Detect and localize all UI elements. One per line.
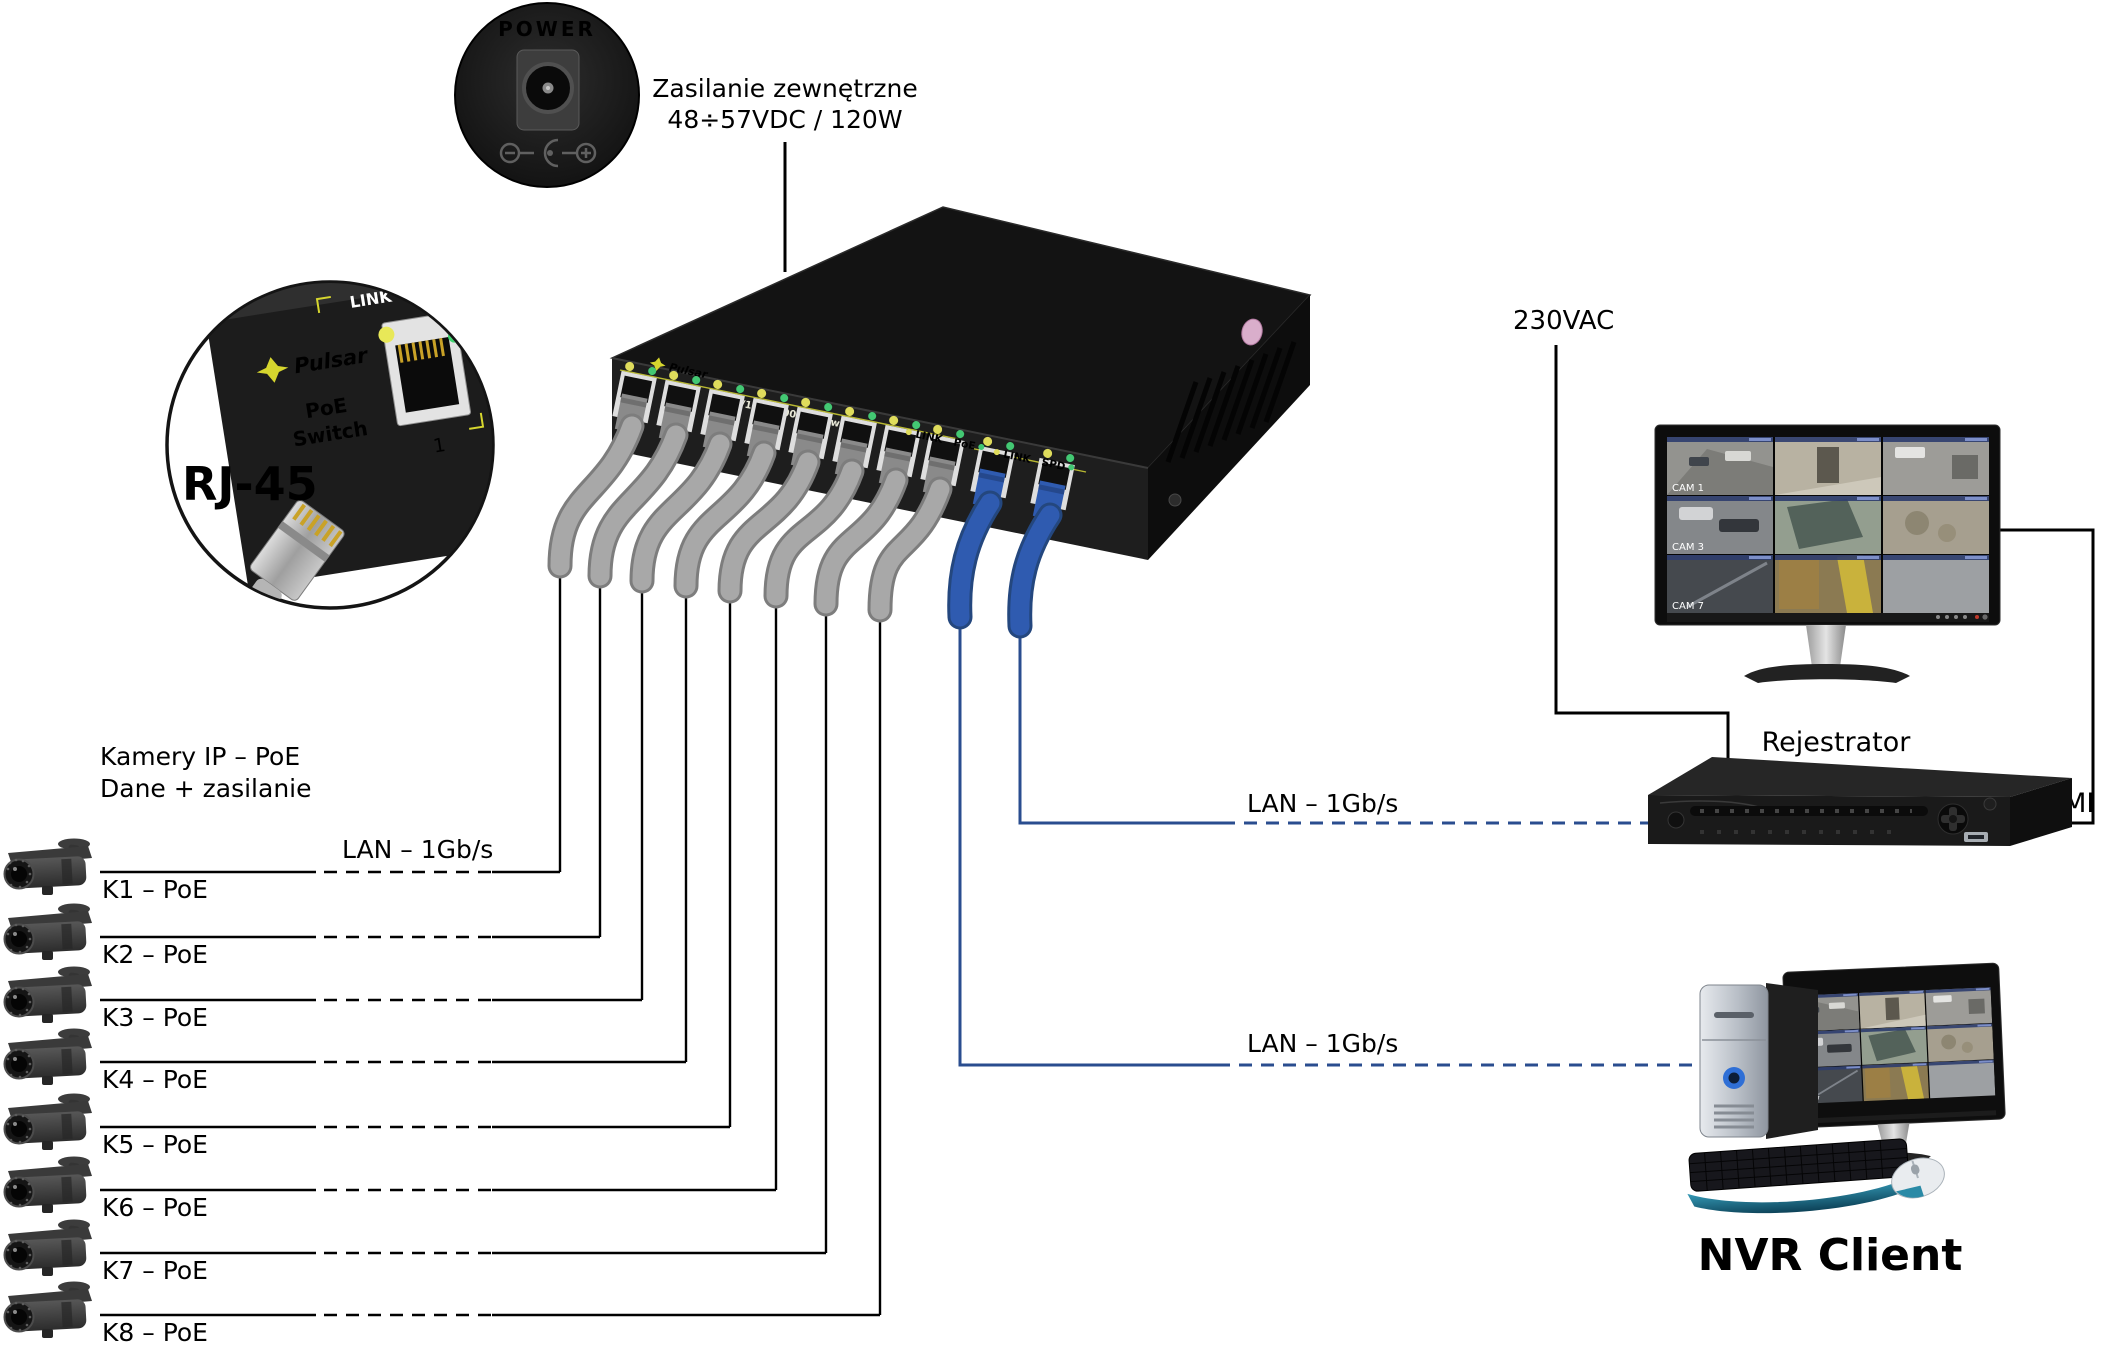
- camera-label: K1 – PoE: [102, 875, 208, 904]
- camera-label: K3 – PoE: [102, 1003, 208, 1032]
- link-led: [378, 326, 395, 343]
- rj45-inset: Pulsar PoE Switch LINK PoE: [165, 280, 495, 610]
- camera-list: K1 – PoE K2 – PoE K3 – PoE K4 – PoE K5 –…: [3, 837, 208, 1347]
- monitor-stand: [1806, 625, 1846, 667]
- recorder-dpad: [1937, 803, 1969, 835]
- uplink-link-label: LINK: [1002, 449, 1032, 466]
- inset-poe-label: PoE: [446, 280, 482, 304]
- screw: [1168, 493, 1182, 507]
- monitor-buttons: [1936, 614, 1988, 620]
- poe-switch-closeup: Pulsar PoE Switch LINK PoE: [206, 280, 492, 588]
- connection-lines: [100, 142, 2095, 1317]
- poe-ports-label: LINK PoE: [905, 429, 985, 453]
- rj45-title: RJ-45: [182, 457, 318, 511]
- client-monitor: [1782, 962, 2006, 1168]
- camera-icon: [3, 1280, 93, 1339]
- camera-icon: [3, 902, 93, 961]
- external-power-label: Zasilanie zewnętrzne 48÷57VDC / 120W: [652, 74, 917, 134]
- lan-label-cameras: LAN – 1Gb/s: [342, 835, 493, 864]
- client-tower: [1699, 983, 1818, 1139]
- client-computer: [1687, 962, 2006, 1214]
- nvr-client-label: NVR Client: [1698, 1230, 1963, 1281]
- poe-switch: Pulsar 10/100/1000 PoE Switch LINK PoE: [547, 206, 1312, 639]
- camera-icon: [3, 1155, 93, 1214]
- polarity-icon: [499, 138, 597, 168]
- inset-port-number: 1: [432, 434, 447, 458]
- cameras-header-line2: Dane + zasilanie: [100, 774, 312, 803]
- mains-label: 230VAC: [1513, 306, 1614, 336]
- uplink-ports-label: LINK SPD: [993, 449, 1075, 473]
- recorder-screen: [1667, 437, 1989, 613]
- switch-top: [612, 207, 1310, 468]
- recorder: [1648, 757, 2072, 846]
- camera-icon: [3, 1092, 93, 1151]
- camera-row-lines: [100, 566, 882, 1317]
- wrist-rest: [1687, 1176, 1913, 1214]
- poe-cables: [547, 413, 953, 623]
- camera-label: K6 – PoE: [102, 1193, 208, 1222]
- lan-label-recorder: LAN – 1Gb/s: [1247, 789, 1398, 818]
- dc-jack-icon: [516, 49, 580, 131]
- external-power-line2: 48÷57VDC / 120W: [667, 105, 902, 134]
- external-power-line1: Zasilanie zewnętrzne: [652, 74, 917, 103]
- camera-icon: [3, 1027, 93, 1086]
- client-screen: [1792, 986, 1996, 1106]
- camera-icon: [3, 837, 93, 896]
- recorder-top: [1648, 757, 2072, 797]
- poe-poe-label: PoE: [952, 436, 976, 452]
- lan-line-recorder: [1018, 626, 1222, 825]
- lan-line-client: [958, 617, 1217, 1067]
- rj45-port: 1: [378, 311, 472, 458]
- side-vents: [1165, 341, 1297, 463]
- monitor-base: [1744, 664, 1910, 683]
- uplink-spd-label: SPD: [1040, 456, 1066, 473]
- mouse: [1891, 1157, 1945, 1199]
- recorder-side: [2010, 778, 2072, 846]
- camera-label: K4 – PoE: [102, 1065, 208, 1094]
- camera-label: K7 – PoE: [102, 1256, 208, 1285]
- cameras-header-line1: Kamery IP – PoE: [100, 742, 300, 771]
- camera-icon: [3, 1218, 93, 1277]
- camera-label: K5 – PoE: [102, 1130, 208, 1159]
- sticker: [1241, 318, 1263, 346]
- recorder-power-button: [1983, 797, 1997, 811]
- recorder-label: Rejestrator: [1762, 727, 1912, 758]
- power-connector-inset: POWER: [454, 2, 640, 188]
- uplink-cables: [947, 490, 1063, 639]
- lan-label-client: LAN – 1Gb/s: [1247, 1029, 1398, 1058]
- power-label: POWER: [498, 17, 596, 41]
- camera-label: K2 – PoE: [102, 940, 208, 969]
- recorder-monitor: [1654, 424, 2001, 683]
- recorder-knob: [1667, 811, 1685, 829]
- mains-line: [1554, 345, 1730, 766]
- keyboard: [1687, 1138, 1913, 1214]
- poe-link-label: LINK: [914, 429, 944, 446]
- camera-label: K8 – PoE: [102, 1318, 208, 1347]
- switch-port: [700, 379, 745, 452]
- camera-icon: [3, 965, 93, 1024]
